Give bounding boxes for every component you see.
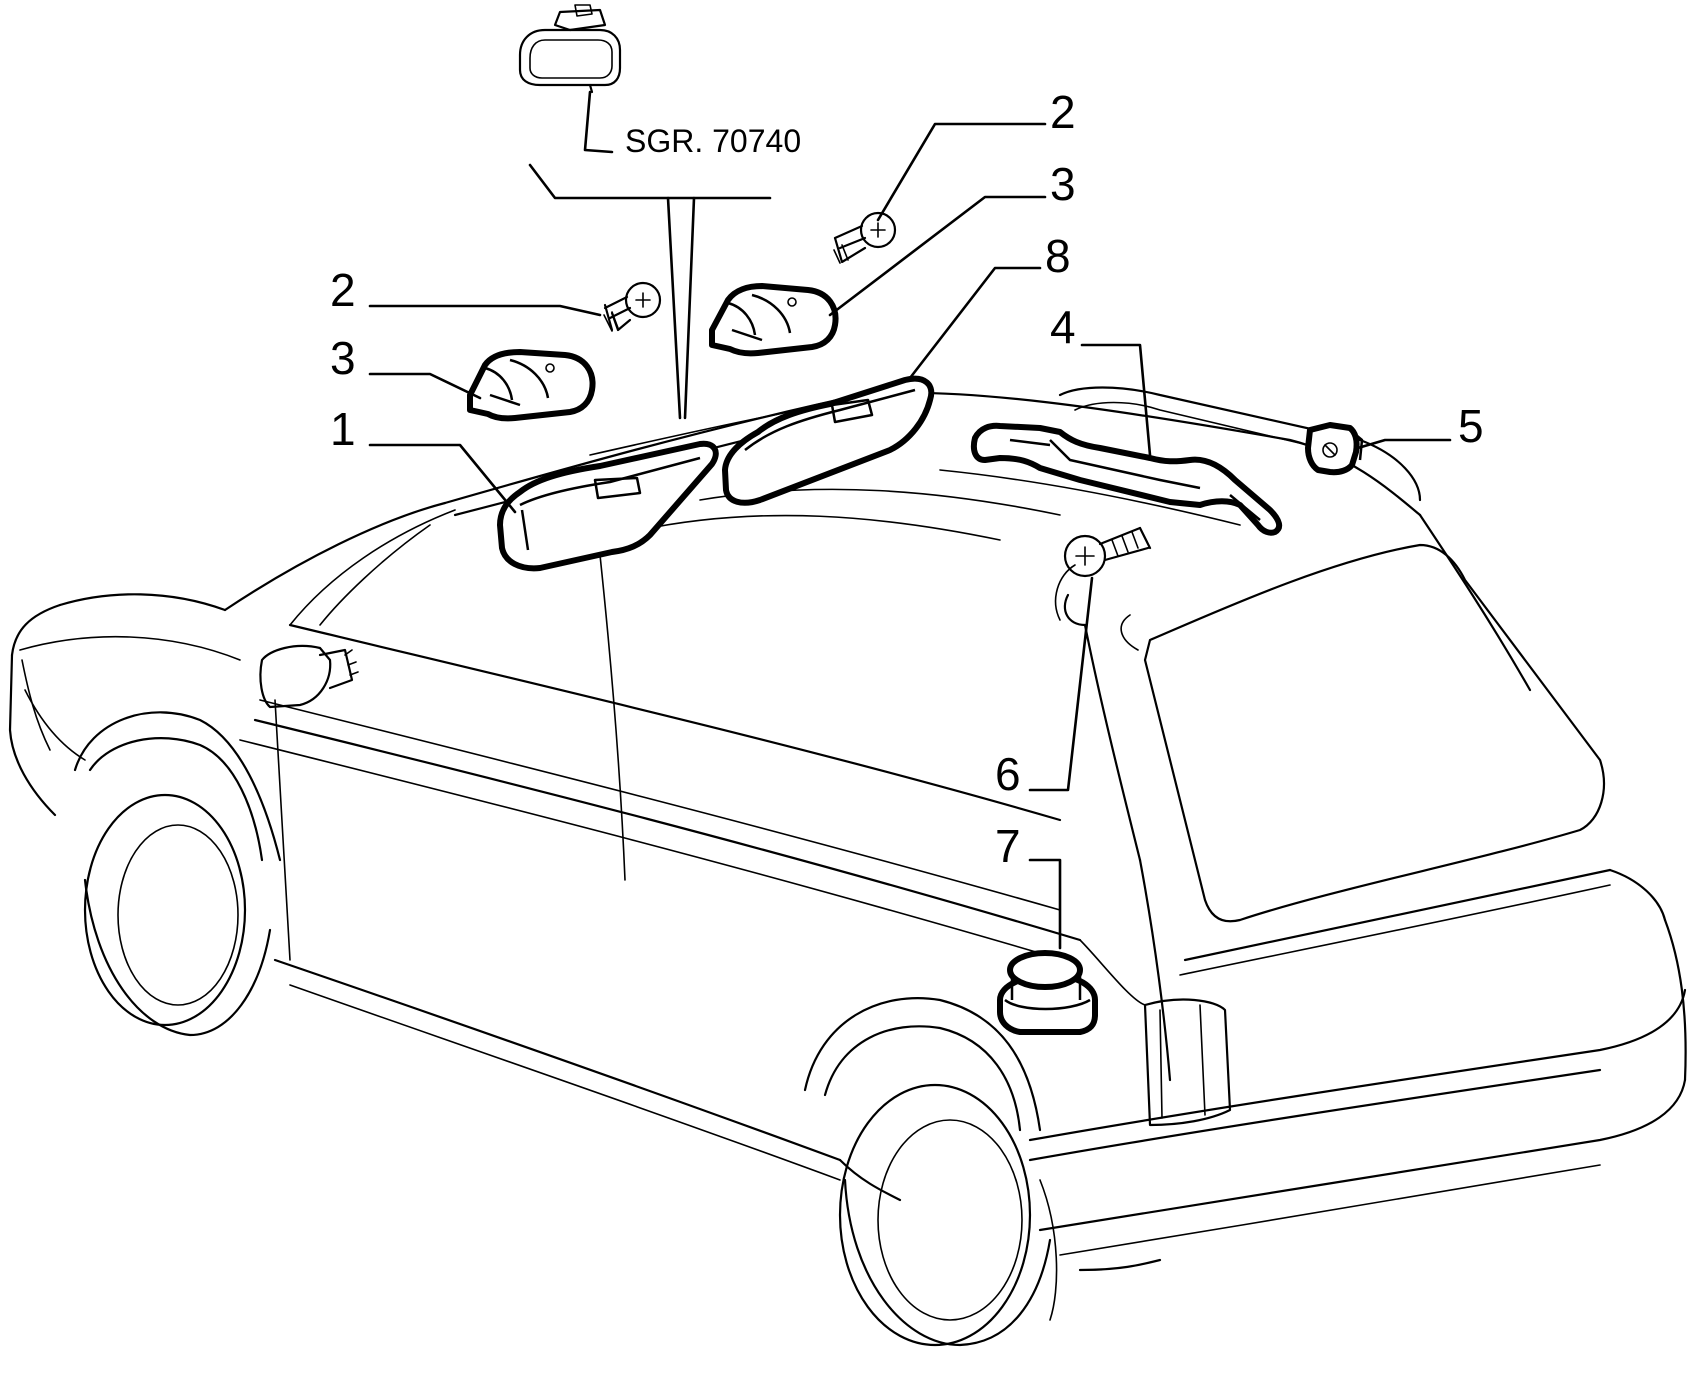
callout-4: 4 (1050, 301, 1076, 353)
leader-lines (368, 122, 1452, 950)
callout-1: 1 (330, 403, 356, 455)
part-2-screw-left (603, 281, 662, 332)
interior-lamp-reference: SGR. 70740 (518, 4, 801, 159)
part-5-nut (1305, 422, 1364, 476)
car-outline (8, 386, 1687, 1347)
reference-bracket (528, 163, 772, 420)
part-1-trim-left (497, 440, 719, 572)
callout-2-left: 2 (330, 264, 356, 316)
part-3-clip-right (709, 283, 839, 357)
part-2-screw-right (833, 211, 897, 264)
part-3-clip-left (467, 349, 596, 422)
part-4-handle (970, 422, 1283, 536)
callout-8: 8 (1045, 230, 1071, 282)
callout-3-left: 3 (330, 332, 356, 384)
callout-5: 5 (1458, 400, 1484, 452)
part-8-trim-right (722, 375, 935, 506)
part-7-plug (997, 950, 1098, 1035)
callout-6: 6 (995, 748, 1021, 800)
callout-2-right: 2 (1050, 86, 1076, 138)
part-6-screw (1063, 526, 1152, 578)
callout-labels: 1 2 3 2 3 8 4 5 6 7 (330, 86, 1484, 872)
callout-7: 7 (995, 820, 1021, 872)
callout-3-right: 3 (1050, 158, 1076, 210)
reference-label: SGR. 70740 (625, 123, 801, 159)
